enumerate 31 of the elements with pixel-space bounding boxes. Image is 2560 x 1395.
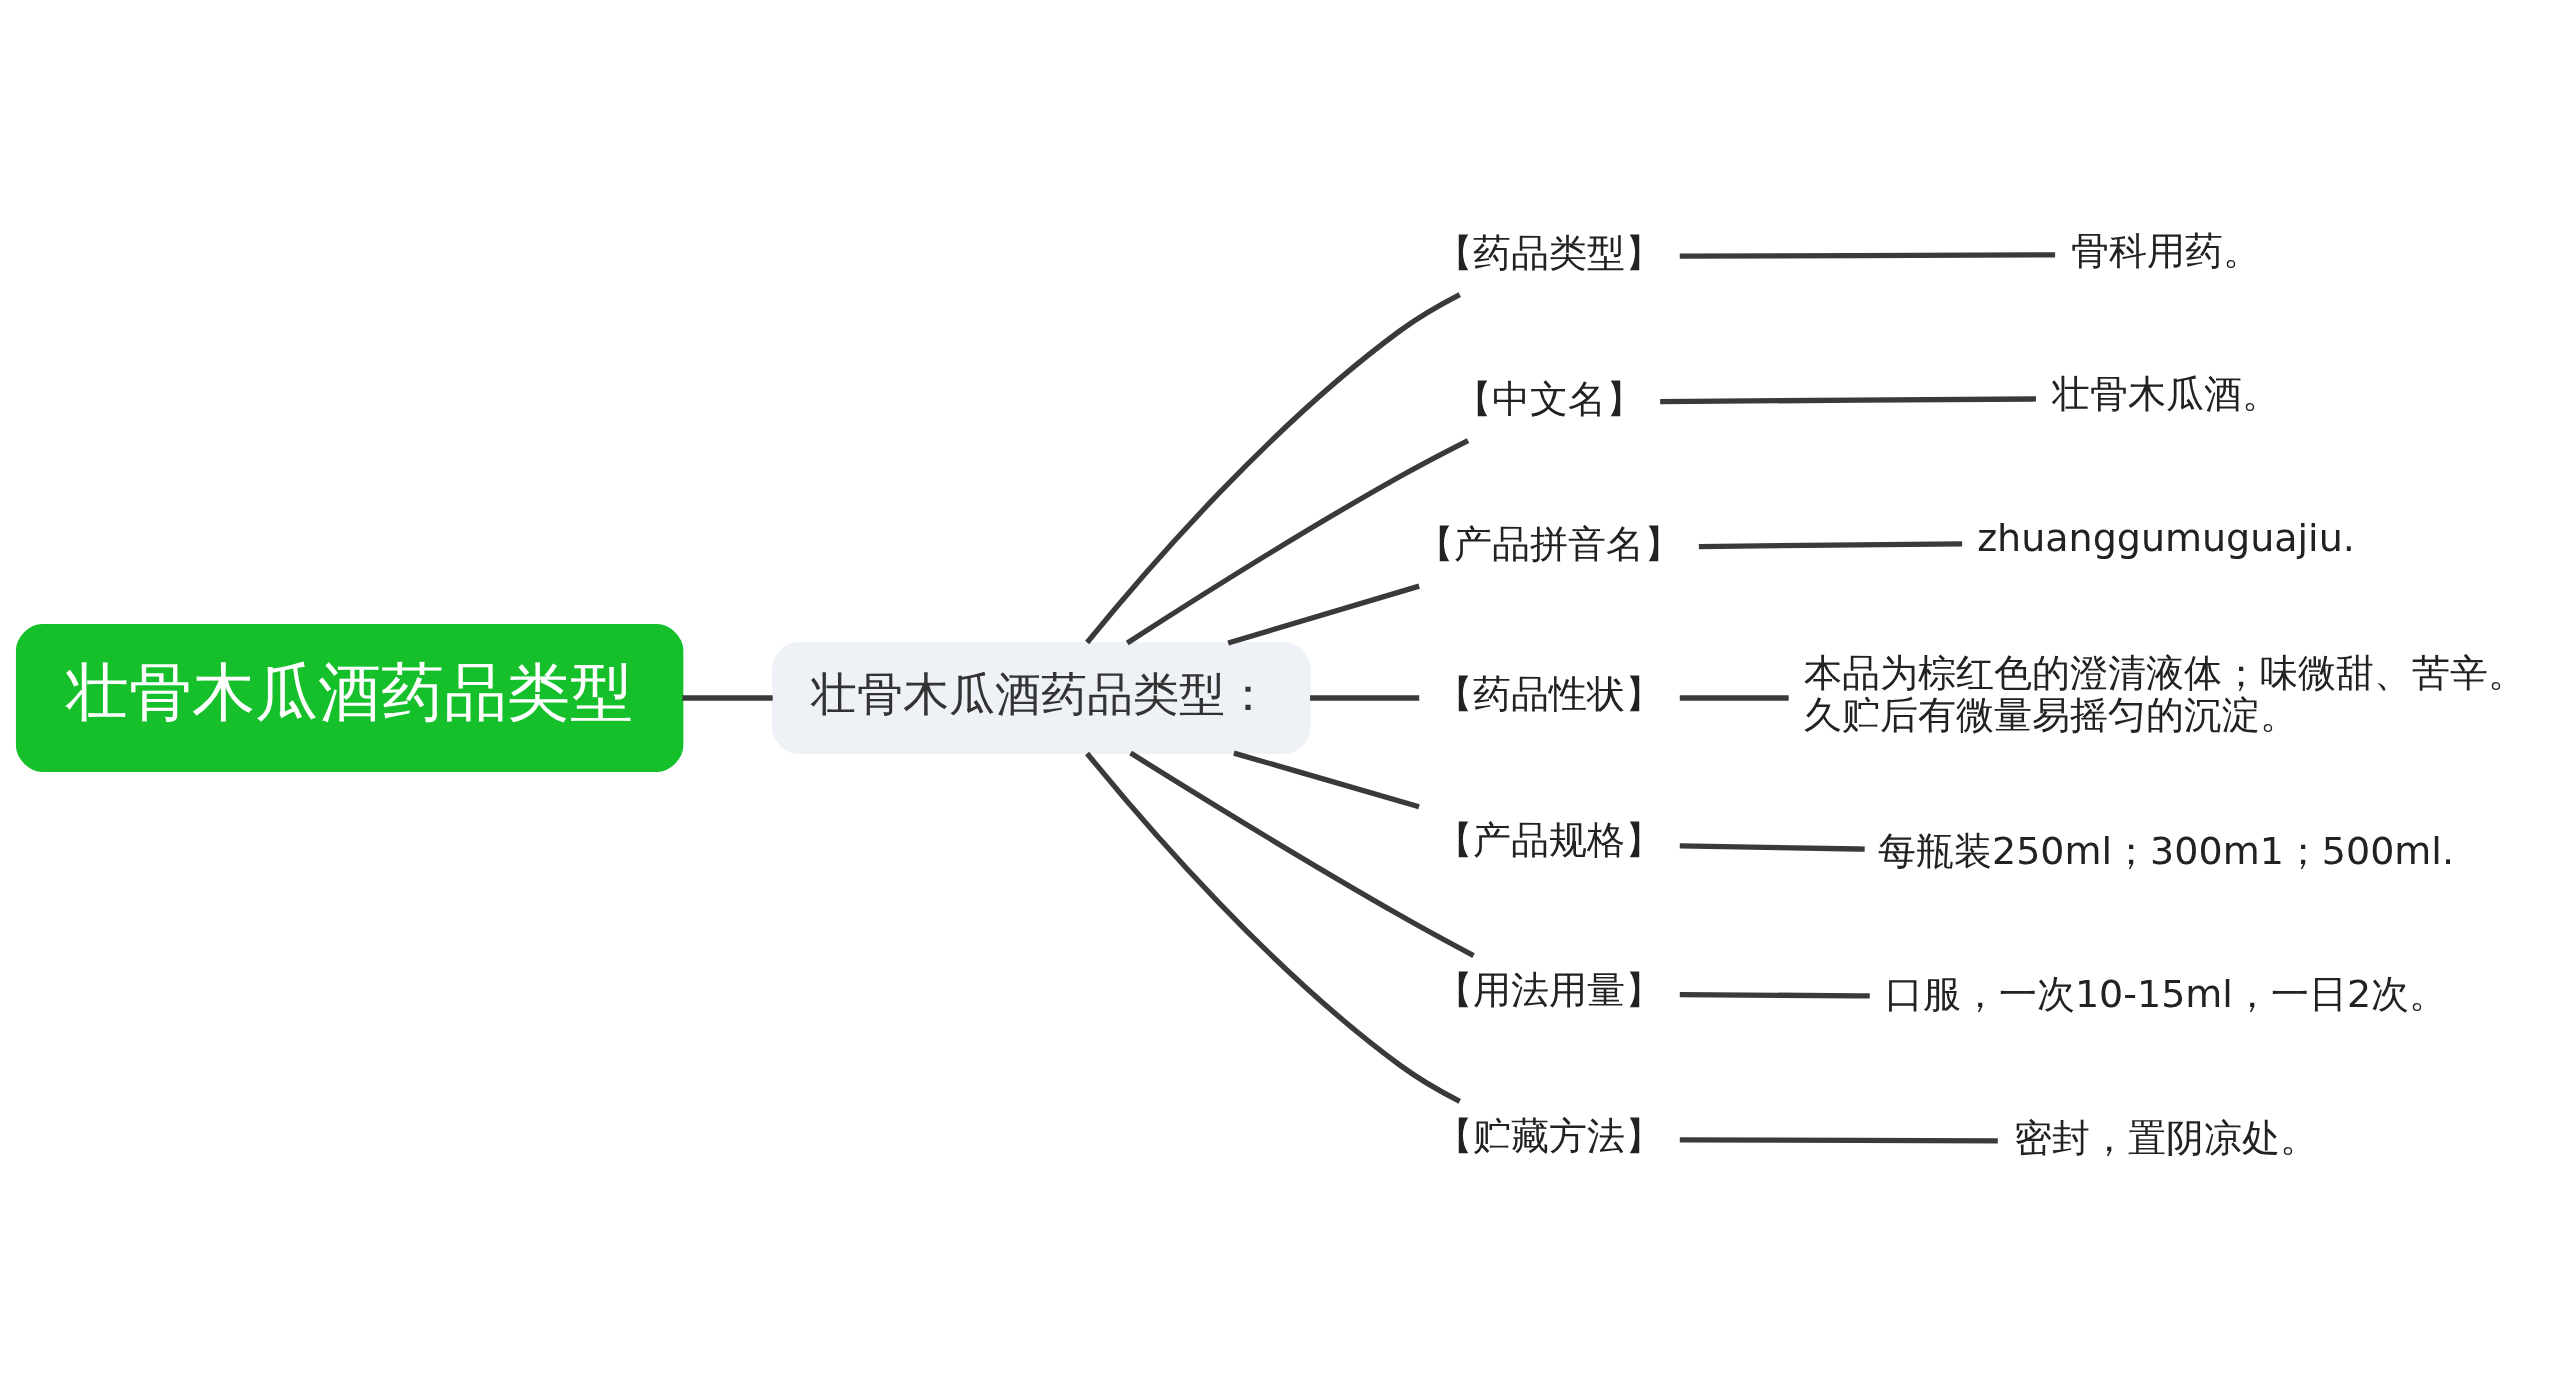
node-text: 每瓶装250ml；300m1；500ml. [1878,828,2455,873]
connector [1227,583,1420,646]
node-text: 【中文名】 [1454,376,1645,421]
connector [1679,1136,1998,1144]
node-text: 【贮藏方法】 [1435,1113,1664,1158]
node-text: 【药品性状】 [1435,671,1664,716]
node-text: 【产品规格】 [1435,817,1664,862]
connector [1233,750,1420,809]
connector [1679,694,1789,701]
node-text: zhuanggumuguajiu. [1977,515,2355,560]
node-box: 壮骨木瓜酒药品类型 [15,623,684,772]
connector [1085,751,1461,1104]
connector [1125,437,1470,645]
connector [1698,540,1963,549]
connector [1085,291,1461,644]
connector [1679,991,1870,999]
connector [682,694,773,701]
node-text: 【用法用量】 [1435,967,1664,1012]
connector [1679,251,2056,259]
node-text: 密封，置阴凉处。 [2014,1115,2319,1160]
node-text: 【产品拼音名】 [1416,521,1683,566]
connector [1660,395,2036,404]
node-text: 【药品类型】 [1435,230,1664,275]
connector [1310,694,1420,701]
connector [1679,842,1865,852]
node-text: 本品为棕红色的澄清液体；味微甜、苦辛。久贮后有微量易摇匀的沉淀。 [1803,650,2526,737]
node-text: 骨科用药。 [2071,228,2262,273]
node-text: 口服，一次10-15ml，一日2次。 [1884,971,2448,1016]
connector [1129,750,1475,958]
node-text: 壮骨木瓜酒。 [2052,371,2281,416]
node-box: 壮骨木瓜酒药品类型： [772,641,1311,754]
